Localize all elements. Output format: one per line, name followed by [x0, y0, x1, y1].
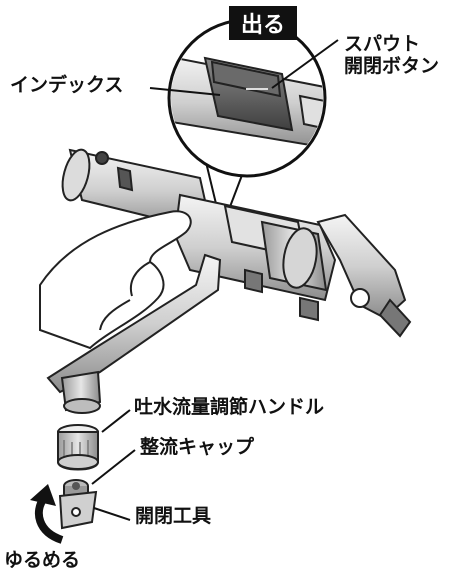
spout-button-label: スパウト 開閉ボタン [344, 33, 440, 77]
index-label: インデックス [10, 74, 124, 96]
rectifier-cap-label: 整流キャップ [140, 436, 255, 458]
hand [39, 210, 192, 350]
leader-lines [91, 409, 136, 521]
tool-label: 開閉工具 [135, 505, 212, 527]
magnifier [149, 18, 339, 178]
out-badge: 出る [229, 6, 297, 40]
loosen-arrow-icon [30, 484, 64, 544]
flow-handle [57, 424, 99, 471]
faucet-body [46, 148, 412, 414]
opening-tool [58, 490, 98, 530]
flow-handle-label: 吐水流量調節ハンドル [134, 396, 325, 418]
loosen-label: ゆるめる [4, 549, 81, 571]
